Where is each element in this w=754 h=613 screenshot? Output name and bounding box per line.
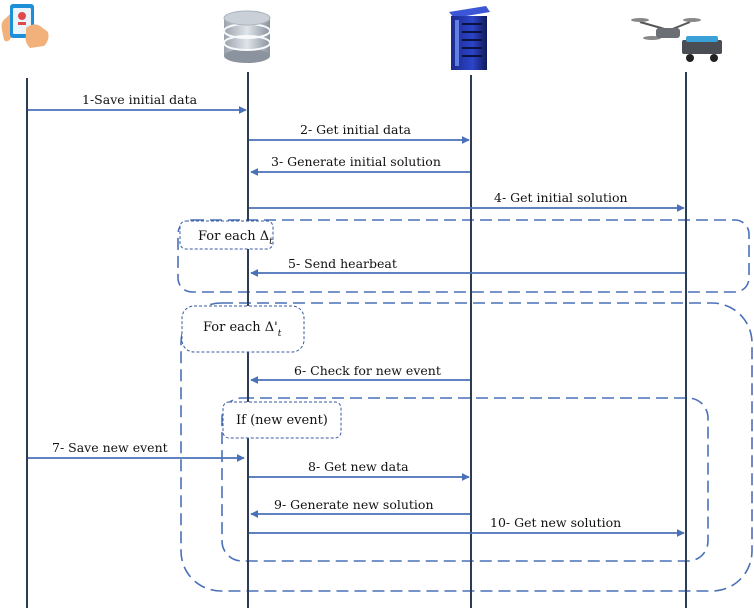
message-9-label: 9- Generate new solution (274, 497, 434, 512)
message-8: 8- Get new data (249, 459, 470, 481)
loop-1-label: For each Δ (198, 229, 269, 244)
message-9: 9- Generate new solution (250, 497, 470, 518)
message-7-label: 7- Save new event (52, 440, 168, 455)
message-1: 1-Save initial data (28, 92, 247, 114)
svg-text:For each Δt: For each Δt (198, 229, 273, 247)
message-3: 3- Generate initial solution (250, 154, 470, 176)
message-2: 2- Get initial data (249, 122, 470, 144)
message-4: 4- Get initial solution (249, 190, 685, 212)
message-4-label: 4- Get initial solution (494, 190, 628, 205)
condition-tag: If (new event) (222, 401, 342, 439)
message-1-label: 1-Save initial data (82, 92, 198, 107)
server-rack-icon (449, 6, 490, 70)
message-2-label: 2- Get initial data (300, 122, 411, 137)
loop-frame-2 (180, 302, 753, 592)
database-icon (223, 10, 271, 63)
message-5: 5- Send hearbeat (250, 256, 685, 277)
message-7: 7- Save new event (28, 440, 245, 462)
loop-frame-1 (177, 219, 750, 293)
loop-2-subscript: t (278, 329, 282, 339)
loop-1-subscript: t (269, 237, 273, 247)
message-8-label: 8- Get new data (308, 459, 409, 474)
message-10: 10- Get new solution (249, 515, 685, 537)
loop-2-tag: For each Δ't (181, 305, 305, 353)
message-10-label: 10- Get new solution (490, 515, 621, 530)
drone-robot-icon (631, 18, 722, 62)
message-6: 6- Check for new event (250, 363, 470, 384)
loop-2-label: For each Δ' (203, 320, 278, 335)
message-6-label: 6- Check for new event (294, 363, 441, 378)
tablet-hand-icon (1, 4, 49, 48)
svg-text:For each Δ't: For each Δ't (203, 320, 282, 339)
condition-label: If (new event) (236, 413, 328, 428)
message-5-label: 5- Send hearbeat (288, 256, 397, 271)
message-3-label: 3- Generate initial solution (271, 154, 441, 169)
loop-1-tag: For each Δt (179, 220, 274, 250)
condition-frame (221, 397, 709, 562)
